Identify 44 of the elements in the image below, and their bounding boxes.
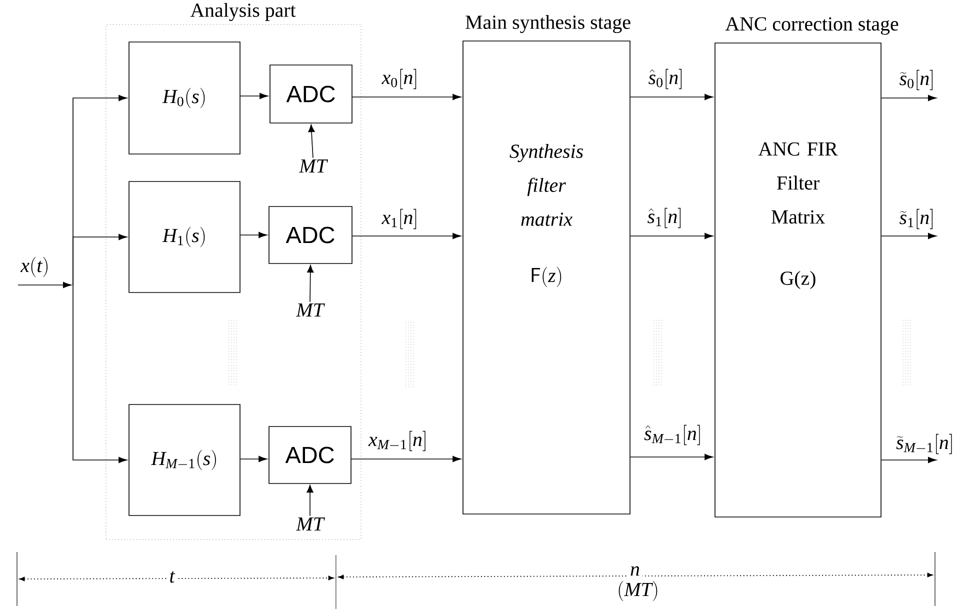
- adc-box: ADC: [268, 206, 352, 264]
- signal-arrow: [240, 232, 268, 238]
- signal-label: $\hat{s}_1[n]$: [648, 208, 681, 228]
- input-arrow: [18, 282, 72, 288]
- stage-box: Main synthesis stage Synthesis filter matrix $\mathsf{F}(z)$: [462, 14, 630, 514]
- clock-label: $MT$: [296, 517, 326, 531]
- clock-arrow: [307, 265, 314, 302]
- filter-box: $H_{M-1}(s)$: [128, 404, 240, 516]
- signal-arrow: [351, 456, 462, 462]
- signal-label: $x(t)$: [20, 256, 48, 278]
- filter-box: $H_0(s)$: [128, 42, 240, 154]
- dimension-label: $t$: [166, 568, 178, 586]
- clock-label: $MT$: [296, 303, 326, 317]
- clock-arrow: [308, 124, 315, 158]
- signal-label: $\widetilde{s}_0[n]$: [900, 70, 933, 90]
- adc-box: ADC: [268, 426, 352, 484]
- signal-arrow: [630, 94, 714, 100]
- signal-arrow: [352, 232, 462, 240]
- clock-arrow: [306, 485, 314, 516]
- node-label: ANC correction stage: [725, 17, 898, 35]
- branch-arrow: [72, 284, 128, 464]
- signal-label: $x_{M-1}[n]$: [368, 430, 426, 452]
- signal-arrow: [240, 456, 268, 462]
- signal-arrow: [240, 92, 268, 100]
- signal-arrow: [630, 232, 714, 240]
- dimension-label: $(MT)$: [614, 578, 662, 604]
- signal-arrow: [630, 454, 714, 460]
- signal-arrow: [352, 94, 462, 100]
- signal-label: $\widetilde{s}_1[n]$: [900, 208, 933, 230]
- dimension-label: $n$: [628, 564, 642, 578]
- clock-label: $MT$: [298, 159, 328, 173]
- signal-arrow: [881, 456, 937, 464]
- node-label: Analysis part: [190, 2, 296, 22]
- signal-arrow: [881, 232, 937, 240]
- node-label: Main synthesis stage: [466, 14, 630, 34]
- signal-label: $\hat{s}_0[n]$: [648, 68, 682, 90]
- adc-box: ADC: [270, 64, 352, 124]
- signal-label: $\widetilde{s}_{M-1}[n]$: [896, 434, 952, 454]
- signal-label: $x_1[n]$: [382, 208, 416, 230]
- signal-label: $\hat{s}_{M-1}[n]$: [644, 424, 700, 446]
- signal-arrow: [881, 94, 937, 102]
- signal-label: $x_0[n]$: [382, 68, 416, 90]
- filter-box: $H_1(s)$: [128, 181, 240, 293]
- branch-arrow: [72, 234, 128, 286]
